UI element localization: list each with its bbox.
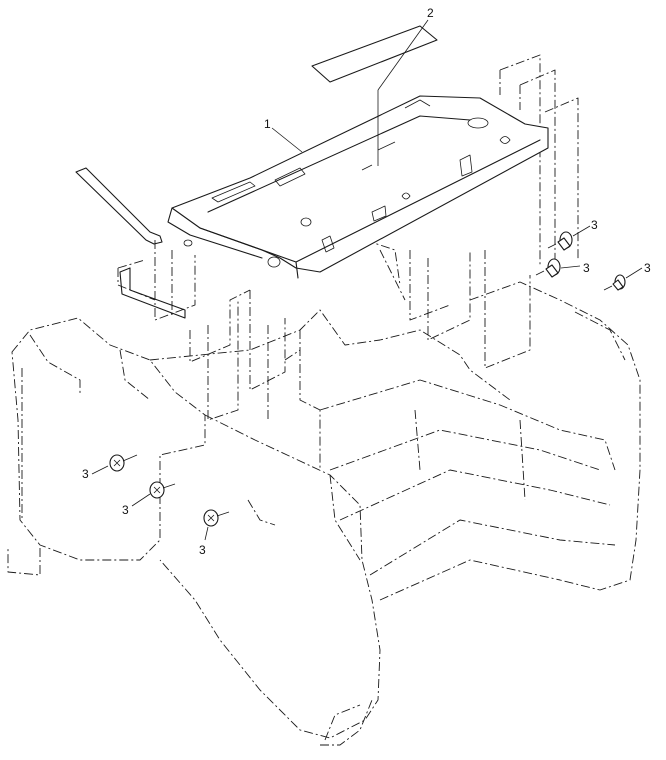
- screw: [535, 258, 561, 278]
- screw-group: [109, 231, 626, 527]
- callout-part-1: 1: [264, 117, 271, 131]
- callout-part-3: 3: [82, 467, 89, 481]
- screw: [149, 481, 176, 499]
- alignment-guides: [117, 54, 579, 421]
- screw: [547, 231, 573, 251]
- callout-part-3: 3: [644, 261, 651, 275]
- leader-lines: [91, 19, 643, 541]
- screw: [109, 454, 138, 472]
- screw: [603, 274, 626, 291]
- callout-labels: 2 1 3 3 3 3 3 3: [82, 6, 651, 557]
- printer-frame: [7, 281, 641, 746]
- callout-part-3: 3: [199, 543, 206, 557]
- screw: [203, 509, 230, 527]
- callout-part-3: 3: [591, 218, 598, 232]
- callout-part-2: 2: [427, 6, 434, 20]
- callout-part-3: 3: [122, 503, 129, 517]
- callout-part-3: 3: [583, 261, 590, 275]
- label-sheet-part: [311, 25, 438, 83]
- wire-bracket: [75, 167, 186, 319]
- top-cover-part: [167, 95, 549, 279]
